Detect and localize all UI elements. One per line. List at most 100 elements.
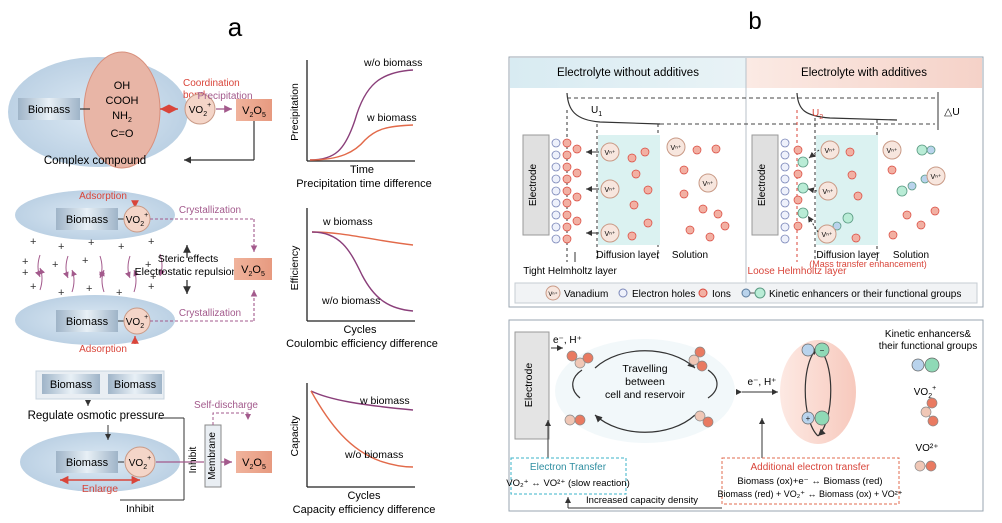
kinetic-title-2: their functional groups xyxy=(879,341,977,352)
svg-text:Vⁿ⁺: Vⁿ⁺ xyxy=(671,145,682,152)
chart1-series1-label: w/o biomass xyxy=(363,57,422,69)
chart3-series-with xyxy=(310,390,414,411)
chart2-series1-label: w biomass xyxy=(322,216,373,228)
electrode-left xyxy=(522,134,550,236)
panel-a-letter: a xyxy=(228,12,243,42)
svg-text:Vⁿ⁺: Vⁿ⁺ xyxy=(605,231,616,238)
row1-coordination: OH COOH NH2 C=O Biomass Coordination bon… xyxy=(8,51,272,169)
legend-holes: Electron holes xyxy=(632,289,695,300)
biomass-3c-label: Biomass xyxy=(66,457,109,469)
v2o5-label-1: V2O5 xyxy=(242,105,266,119)
travel-1: Travelling xyxy=(622,363,667,375)
biomass-box-3b xyxy=(108,374,162,394)
additional-transfer-box xyxy=(721,457,900,505)
double-layer-panel: Electrolyte without additives Electrolyt… xyxy=(508,56,984,308)
arrows-to-electrode xyxy=(586,149,820,236)
svg-text:+: + xyxy=(82,255,88,267)
kinetic-title-1: Kinetic enhancers& xyxy=(885,329,971,340)
biomass-top-label: Biomass xyxy=(66,214,109,226)
svg-text:Vⁿ⁺: Vⁿ⁺ xyxy=(548,291,557,298)
chart3-caption: Capacity efficiency difference xyxy=(293,504,436,516)
v2o5-label-2: V2O5 xyxy=(241,264,265,278)
charge-field: +++++ ++++ +++++ ++ xyxy=(22,236,156,299)
chart3-series2-label: w/o biomass xyxy=(344,449,403,461)
header-left-bg xyxy=(510,58,746,88)
header-right-bg xyxy=(746,58,982,88)
scattered-ions-top xyxy=(627,144,940,243)
svg-text:+: + xyxy=(145,259,151,271)
chart2-series-without xyxy=(311,231,414,312)
chart-precipitation: Precipitation Time Precipitation time di… xyxy=(289,57,432,190)
svg-text:Vⁿ⁺: Vⁿ⁺ xyxy=(825,148,836,155)
cycle-arc-bottom xyxy=(594,414,696,433)
chart3-xlabel: Cycles xyxy=(347,490,381,502)
delta-u-label: △U xyxy=(944,106,960,118)
vo2-legend-label: VO2+ xyxy=(914,385,936,400)
complex-compound-label: Complex compound xyxy=(44,155,146,167)
molecules-cycle xyxy=(564,346,714,428)
svg-text:+: + xyxy=(30,236,36,248)
svg-text:−: − xyxy=(820,346,825,355)
u1-label: U1 xyxy=(591,105,602,118)
group-co: C=O xyxy=(111,128,134,140)
chart3-series1-label: w biomass xyxy=(359,395,410,407)
svg-text:+: + xyxy=(148,281,154,293)
row2-steric: Adsorption Biomass VO2+ Biomass VO2+ Ads… xyxy=(15,190,272,355)
biomass-bottom-label: Biomass xyxy=(66,316,109,328)
svg-text:+: + xyxy=(806,414,811,423)
vo2-row3-label: VO2+ xyxy=(129,455,151,471)
svg-text:Vⁿ⁺: Vⁿ⁺ xyxy=(931,174,942,181)
svg-text:+: + xyxy=(88,237,94,249)
chart1-ylabel: Precipitation xyxy=(289,83,301,141)
membrane-label: Membrane xyxy=(207,432,218,480)
electrode-right xyxy=(751,134,779,236)
vo2p-legend-label: VO²⁺ xyxy=(915,443,938,454)
biomass-3b-label: Biomass xyxy=(114,379,157,391)
chart2-series2-label: w/o biomass xyxy=(321,295,380,307)
cycle-arc-top xyxy=(594,350,696,369)
increased-capacity-label: Increased capacity density xyxy=(586,495,698,506)
vo2-top-label: VO2+ xyxy=(126,212,148,228)
vo2-bottom-label: VO2+ xyxy=(126,314,148,330)
chart1-series-with xyxy=(309,124,414,161)
ions-loose-right xyxy=(793,145,803,231)
inhibit-vertical-label: Inhibit xyxy=(188,446,199,473)
legend-ions: Ions xyxy=(712,289,731,300)
svg-text:Vⁿ⁺: Vⁿ⁺ xyxy=(822,232,833,239)
svg-text:Vⁿ⁺: Vⁿ⁺ xyxy=(823,189,834,196)
v2o5-label-3: V2O5 xyxy=(242,457,266,471)
chart2-xlabel: Cycles xyxy=(343,324,377,336)
kinetic-enhancers-top xyxy=(797,144,936,231)
biomass-box-top xyxy=(56,208,118,230)
eh-left-label: e⁻, H⁺ xyxy=(553,335,582,346)
coordination-label-1: Coordination xyxy=(183,78,240,89)
v2o5-box-3 xyxy=(236,451,272,473)
electrode-right-label: Electrode xyxy=(757,163,768,206)
eh-mid-label: e⁻, H⁺ xyxy=(748,377,777,388)
svg-text:Vⁿ⁺: Vⁿ⁺ xyxy=(605,187,616,194)
header-right: Electrolyte with additives xyxy=(801,67,927,79)
additional-transfer-label: Additional electron transfer xyxy=(751,462,871,473)
group-oh: OH xyxy=(114,80,131,92)
chart-efficiency: Efficiency Cycles Coulombic efficiency d… xyxy=(286,208,438,350)
solution-right-label: Solution xyxy=(893,250,929,261)
travel-3: cell and reservoir xyxy=(605,389,685,401)
svg-text:Vⁿ⁺: Vⁿ⁺ xyxy=(887,148,898,155)
svg-text:+: + xyxy=(22,256,28,268)
biomass-box-bottom xyxy=(56,310,118,332)
enhancer-molecules: − + xyxy=(801,342,830,426)
svg-text:+: + xyxy=(116,287,122,299)
chart1-series-without xyxy=(309,69,414,161)
electron-holes-right xyxy=(780,138,790,244)
svg-text:+: + xyxy=(118,241,124,253)
mass-transfer-label: (Mass transfer enhancement) xyxy=(809,259,927,269)
chart3-ylabel: Capacity xyxy=(289,415,301,457)
svg-text:Vⁿ⁺: Vⁿ⁺ xyxy=(703,181,714,188)
row3-membrane: Biomass Biomass Regulate osmotic pressur… xyxy=(20,370,272,515)
svg-text:+: + xyxy=(148,236,154,248)
ions-tight-left xyxy=(562,138,582,244)
adsorption-bottom: Adsorption xyxy=(79,344,127,355)
header-left: Electrolyte without additives xyxy=(557,67,699,79)
mechanism-panel: Electrode e⁻, H⁺ Travelling between cell… xyxy=(506,319,984,512)
vo2-legend-molecule xyxy=(920,397,939,427)
